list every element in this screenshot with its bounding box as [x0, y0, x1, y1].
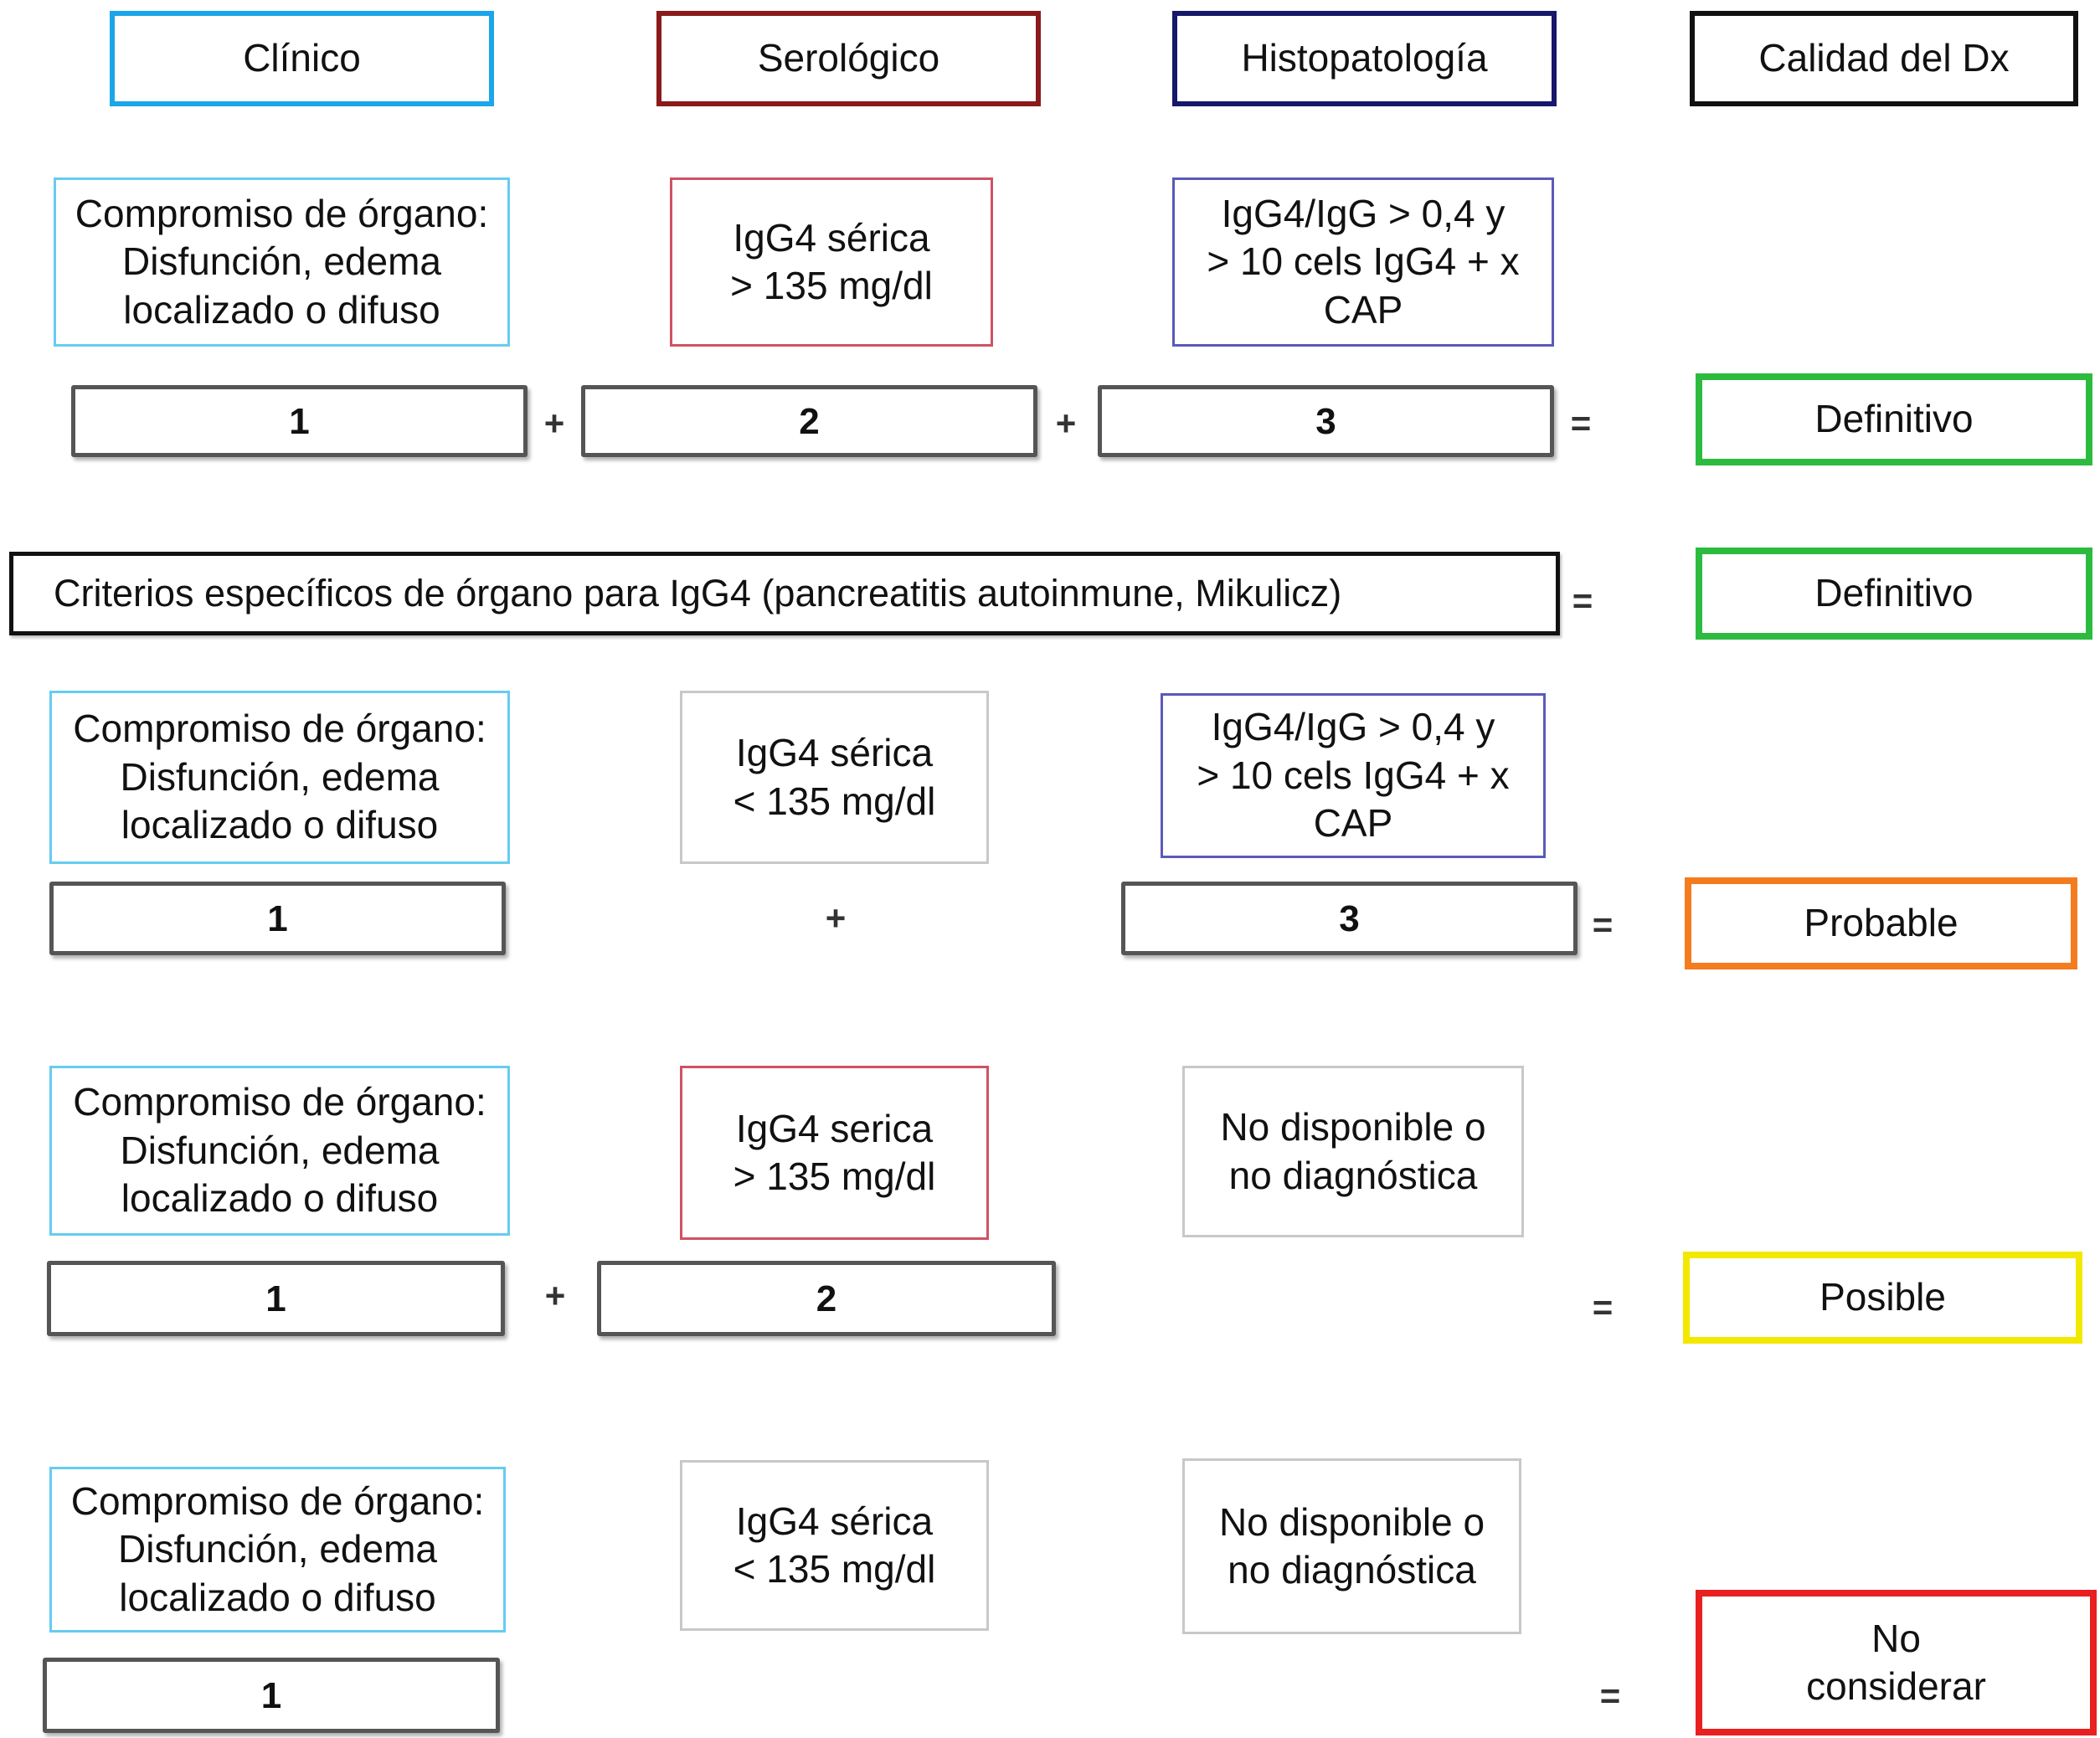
- header-histopathology: Histopatología: [1172, 11, 1557, 106]
- row5-equals: =: [1599, 1676, 1621, 1715]
- row1-clinical-criteria: Compromiso de órgano: Disfunción, edema …: [54, 177, 510, 347]
- row4-plus: +: [544, 1276, 566, 1315]
- row3-clinical-criteria: Compromiso de órgano: Disfunción, edema …: [49, 691, 510, 864]
- row1-equals: =: [1570, 404, 1592, 443]
- row3-number-3: 3: [1121, 882, 1578, 955]
- row3-number-1: 1: [49, 882, 506, 955]
- row2-organ-specific-criteria: Criterios específicos de órgano para IgG…: [9, 552, 1560, 635]
- row4-serology-criteria: IgG4 serica > 135 mg/dl: [680, 1066, 989, 1240]
- row3-histology-criteria: IgG4/IgG > 0,4 y > 10 cels IgG4 + x CAP: [1161, 693, 1546, 858]
- row1-plus-1: +: [543, 404, 565, 443]
- row5-serology-criteria: IgG4 sérica < 135 mg/dl: [680, 1460, 989, 1631]
- row4-number-1: 1: [47, 1261, 505, 1336]
- row5-clinical-criteria: Compromiso de órgano: Disfunción, edema …: [49, 1467, 506, 1633]
- row3-plus: +: [825, 898, 847, 938]
- row1-histology-criteria: IgG4/IgG > 0,4 y > 10 cels IgG4 + x CAP: [1172, 177, 1554, 347]
- header-diagnosis-quality: Calidad del Dx: [1690, 11, 2078, 106]
- row1-number-1: 1: [71, 385, 528, 457]
- row1-number-3: 3: [1098, 385, 1554, 457]
- row1-number-2: 2: [581, 385, 1037, 457]
- row3-result-probable: Probable: [1685, 877, 2077, 969]
- row5-number-1: 1: [43, 1658, 500, 1733]
- row4-histology-criteria: No disponible o no diagnóstica: [1182, 1066, 1524, 1237]
- row1-result-definitive: Definitivo: [1696, 373, 2092, 465]
- row3-serology-criteria: IgG4 sérica < 135 mg/dl: [680, 691, 989, 864]
- row4-equals: =: [1592, 1288, 1614, 1327]
- row4-number-2: 2: [597, 1261, 1056, 1336]
- row2-equals: =: [1572, 581, 1593, 620]
- row1-serology-criteria: IgG4 sérica > 135 mg/dl: [670, 177, 993, 347]
- row3-equals: =: [1592, 905, 1614, 944]
- row5-histology-criteria: No disponible o no diagnóstica: [1182, 1458, 1521, 1634]
- row1-plus-2: +: [1055, 404, 1077, 443]
- header-clinical: Clínico: [110, 11, 494, 106]
- row5-result-not-consider: No considerar: [1696, 1590, 2097, 1735]
- header-serology: Serológico: [656, 11, 1041, 106]
- row2-result-definitive: Definitivo: [1696, 548, 2092, 640]
- row4-result-possible: Posible: [1683, 1252, 2082, 1344]
- row4-clinical-criteria: Compromiso de órgano: Disfunción, edema …: [49, 1066, 510, 1236]
